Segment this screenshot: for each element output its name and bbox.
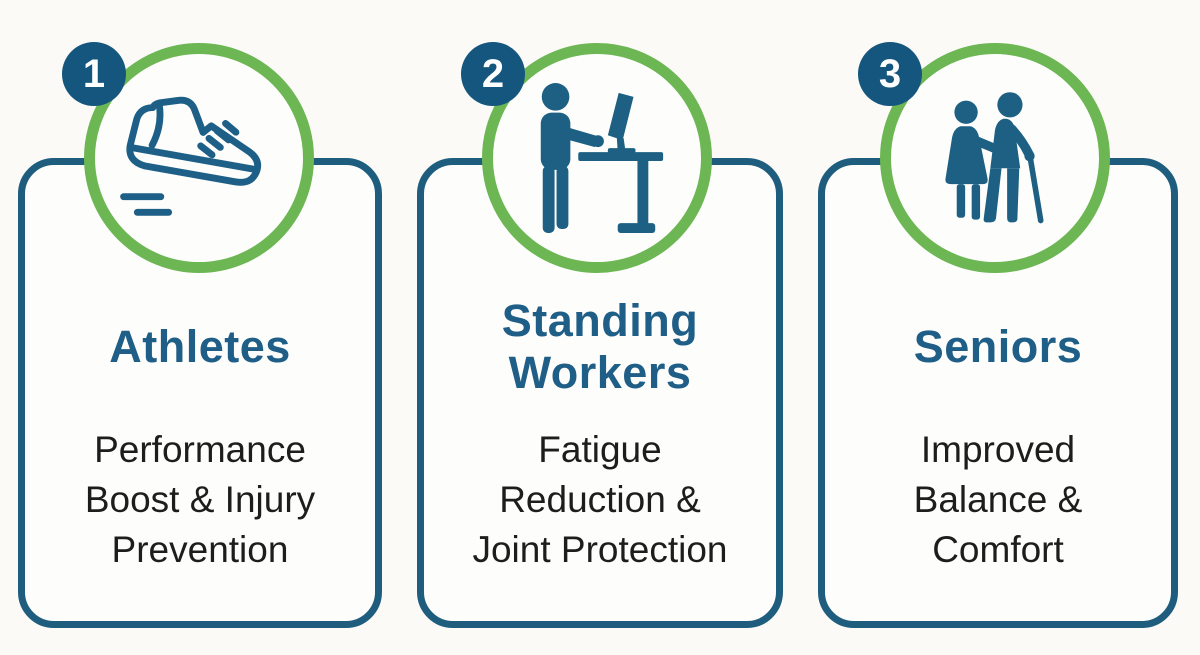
card-description-athletes: Performance Boost & Injury Prevention — [84, 429, 316, 570]
running-shoe-icon — [120, 96, 262, 216]
standing-desk-worker-icon — [540, 83, 664, 233]
icon-circle-athletes — [84, 43, 314, 273]
card-seniors: Seniors Improved Balance & Comfort — [818, 158, 1178, 628]
icon-circle-standing-workers — [482, 43, 712, 273]
card-title-standing-workers: Standing Workers — [501, 294, 699, 398]
seniors-couple-icon — [945, 92, 1044, 224]
card-description-seniors: Improved Balance & Comfort — [913, 429, 1083, 570]
step-number: 2 — [481, 51, 505, 96]
step-badge-2: 2 — [461, 42, 525, 106]
step-number: 3 — [878, 51, 902, 96]
step-badge-1: 1 — [62, 42, 126, 106]
card-description-standing-workers: Fatigue Reduction & Joint Protection — [472, 429, 728, 570]
step-number: 1 — [82, 51, 106, 96]
card-title-athletes: Athletes — [109, 320, 291, 372]
step-badge-3: 3 — [858, 42, 922, 106]
card-title-seniors: Seniors — [913, 320, 1083, 372]
